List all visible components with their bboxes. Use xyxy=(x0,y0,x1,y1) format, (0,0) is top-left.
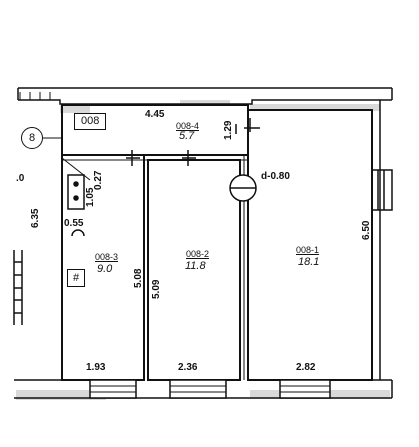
door-ticks xyxy=(126,118,260,166)
room-area-008-2: 11.8 xyxy=(185,260,206,272)
left-wall xyxy=(13,250,23,325)
windows xyxy=(89,379,331,399)
dim-partition-right: 5.09 xyxy=(151,279,162,299)
dim-corridor-width: 4.45 xyxy=(145,109,165,120)
dim-kitchen-sink: 0.55 xyxy=(64,218,84,229)
sink-arc xyxy=(71,229,85,237)
riser-symbol xyxy=(229,174,257,202)
room-id-008-2: 008-2 xyxy=(186,249,210,259)
room-id-008-4: 008-4 xyxy=(176,121,200,131)
dim-corridor-depth: 1.29 xyxy=(223,120,234,140)
room-id-008-3: 008-3 xyxy=(95,252,119,262)
dim-room2-width: 2.36 xyxy=(178,362,198,373)
utility-fixture-icon: # xyxy=(67,269,85,287)
riser-label: d-0.80 xyxy=(261,171,290,182)
room-area-008-3: 9.0 xyxy=(97,263,113,275)
room-area-008-4: 5.7 xyxy=(179,130,195,142)
flat-number: 008 xyxy=(74,113,107,130)
dim-left-wall: 6.35 xyxy=(30,208,41,228)
dim-right-wall: 6.50 xyxy=(361,220,372,240)
axis-marker: 8 xyxy=(21,127,43,149)
dim-stove-width: 1.05 xyxy=(85,187,96,207)
dim-partition-left: 5.08 xyxy=(133,268,144,288)
room-area-008-1: 18.1 xyxy=(298,256,320,268)
right-wall xyxy=(371,100,393,380)
room-id-008-1: 008-1 xyxy=(296,245,320,255)
dim-room3-width: 1.93 xyxy=(86,362,106,373)
building-walls xyxy=(14,87,393,399)
dim-outer-left: .0 xyxy=(16,173,25,184)
apartment-outline xyxy=(61,104,373,381)
dim-room1-width: 2.82 xyxy=(296,362,316,373)
stove xyxy=(67,174,85,210)
